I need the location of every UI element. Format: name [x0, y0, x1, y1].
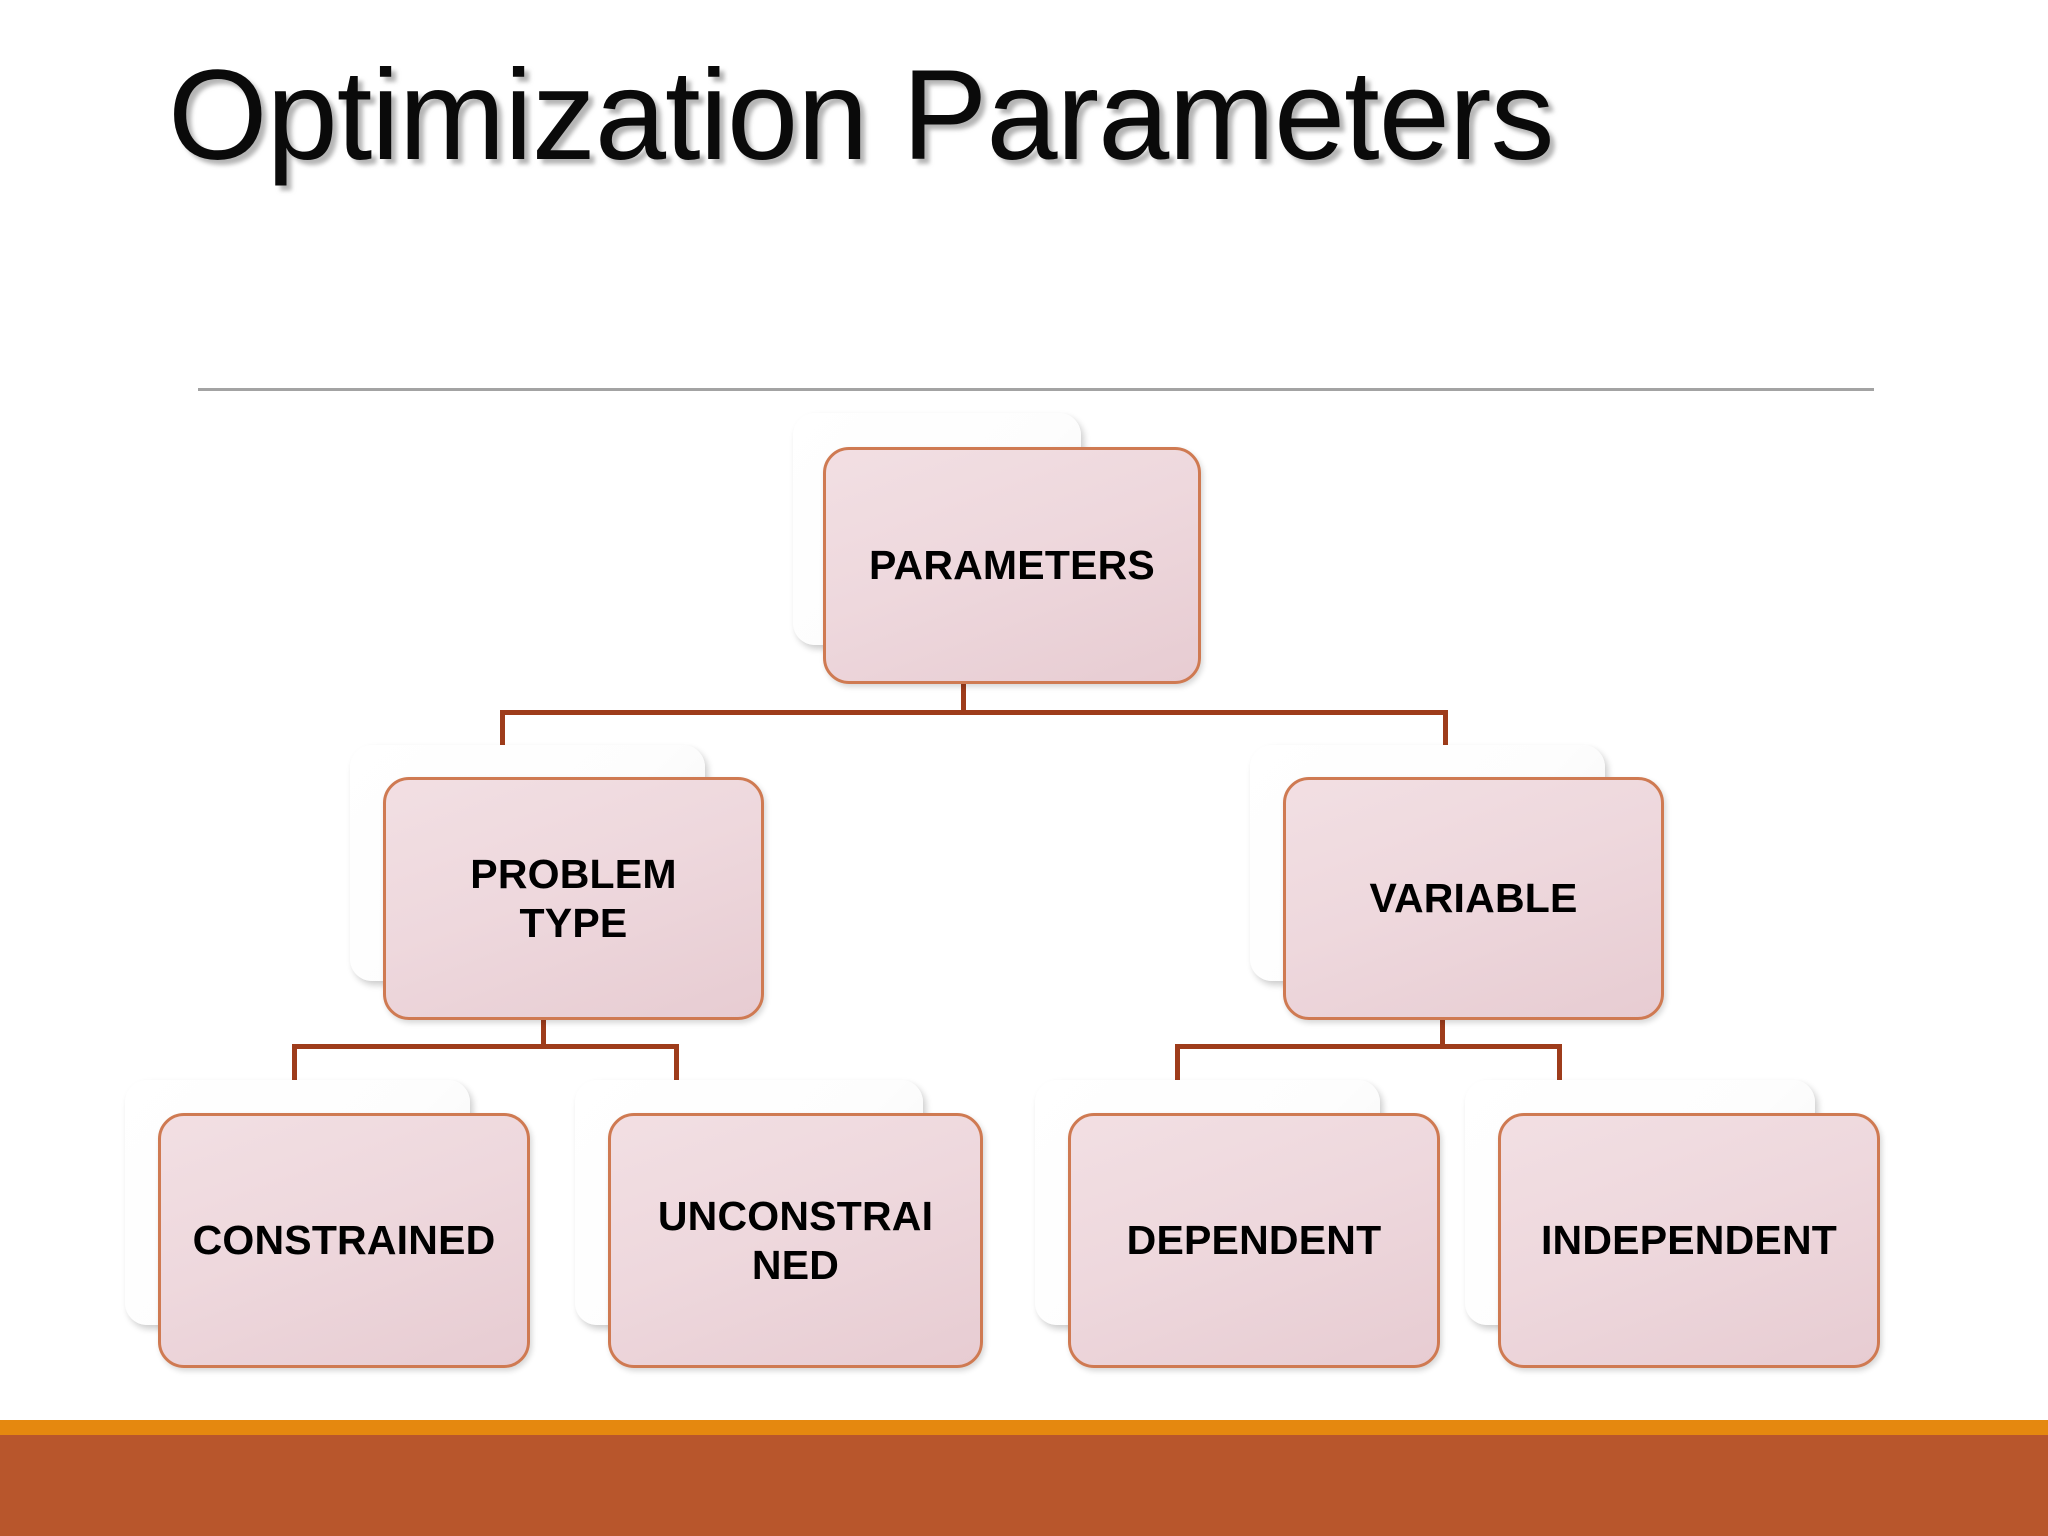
node-label-line1: UNCONSTRAI [657, 1193, 934, 1240]
node-unconstrained[interactable]: UNCONSTRAI NED [575, 1080, 983, 1368]
node-label-independent: INDEPENDENT [1540, 1217, 1838, 1264]
node-card-problem-type[interactable]: PROBLEM TYPE [383, 777, 764, 1020]
node-card-constrained[interactable]: CONSTRAINED [158, 1113, 530, 1368]
node-label-unconstrained: UNCONSTRAI NED [648, 1192, 943, 1289]
node-label-problem-type: PROBLEM TYPE [460, 850, 686, 947]
connector-level2-right-bus [1175, 1044, 1562, 1049]
node-card-unconstrained[interactable]: UNCONSTRAI NED [608, 1113, 983, 1368]
footer-accent-bar-light [0, 1420, 2048, 1435]
node-label-variable: VARIABLE [1369, 875, 1578, 922]
node-parameters[interactable]: PARAMETERS [793, 413, 1203, 685]
node-label-dependent: DEPENDENT [1126, 1217, 1382, 1264]
node-label-line2: NED [751, 1241, 840, 1288]
node-label-line1: PROBLEM [470, 851, 677, 898]
connector-level1-bus [500, 710, 1448, 715]
connector-level2-left-bus [292, 1044, 679, 1049]
title-divider [198, 388, 1874, 391]
node-card-parameters[interactable]: PARAMETERS [823, 447, 1201, 684]
node-independent[interactable]: INDEPENDENT [1465, 1080, 1880, 1368]
node-constrained[interactable]: CONSTRAINED [125, 1080, 530, 1368]
node-problem-type[interactable]: PROBLEM TYPE [350, 745, 765, 1023]
footer-accent-bar-dark [0, 1435, 2048, 1536]
node-card-dependent[interactable]: DEPENDENT [1068, 1113, 1440, 1368]
connector-variable-stem [1440, 1019, 1445, 1047]
node-card-independent[interactable]: INDEPENDENT [1498, 1113, 1880, 1368]
node-label-line2: TYPE [519, 899, 628, 946]
connector-root-stem [961, 681, 966, 714]
node-variable[interactable]: VARIABLE [1250, 745, 1665, 1023]
page-title: Optimization Parameters [168, 44, 1554, 187]
node-dependent[interactable]: DEPENDENT [1035, 1080, 1440, 1368]
node-label-parameters: PARAMETERS [869, 542, 1155, 589]
connector-problem-type-stem [541, 1019, 546, 1047]
node-label-constrained: CONSTRAINED [192, 1217, 496, 1264]
node-card-variable[interactable]: VARIABLE [1283, 777, 1664, 1020]
